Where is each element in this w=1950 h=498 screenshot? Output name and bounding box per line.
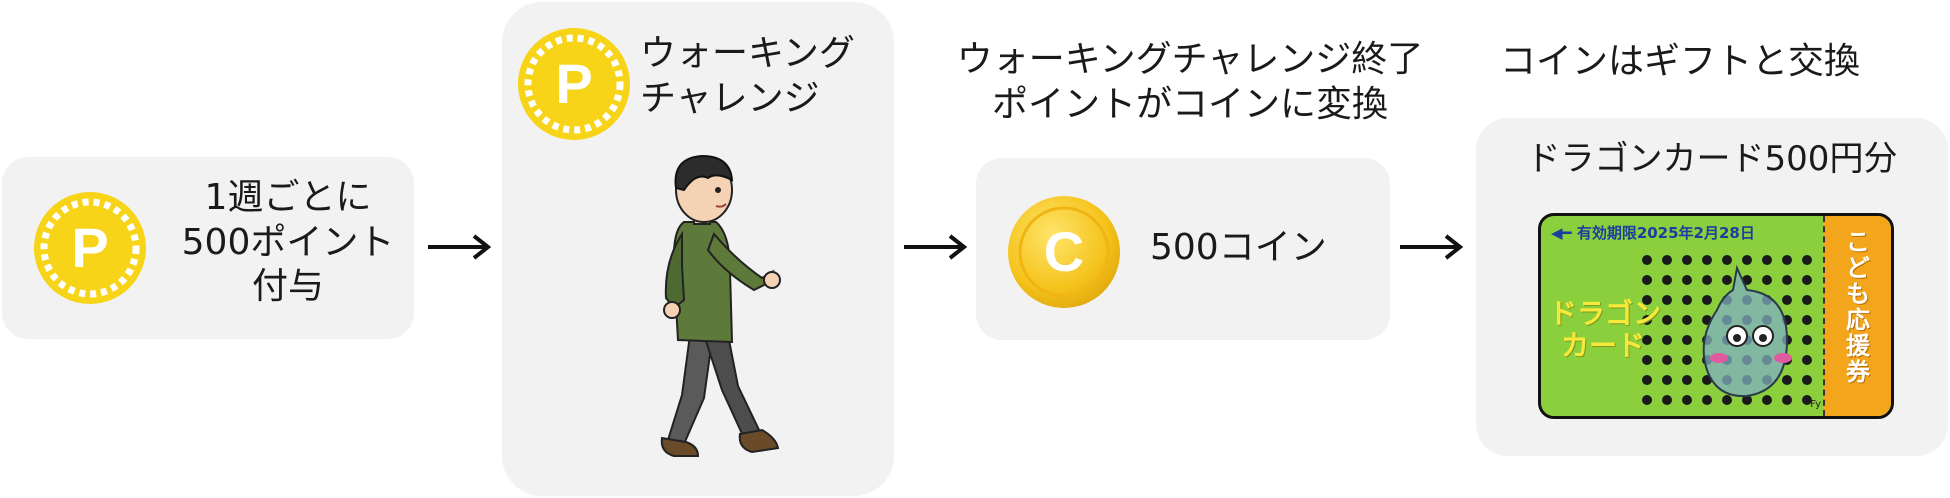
dragon-card: ◀━ 有効期限2025年2月28日 ドラゴン カード こども応援券 Fy [1538, 213, 1894, 419]
step-challenge-line1: ウォーキング [640, 33, 855, 74]
card-side-label: こども応援券 [1846, 228, 1870, 386]
walking-person-icon [660, 154, 781, 457]
conversion-coin-letter: C [1044, 220, 1084, 283]
point-coin-icon: P [518, 28, 630, 140]
card-side-strip [1823, 216, 1891, 416]
card-name: ドラゴン カード [1549, 297, 1662, 363]
conversion-caption-line2: ポイントがコインに変換 [991, 83, 1388, 125]
step-points-line3: 付与 [251, 266, 324, 308]
arrow-right-icon [428, 234, 492, 260]
point-coin-icon: P [34, 192, 146, 304]
card-validity: ◀━ 有効期限2025年2月28日 [1551, 222, 1755, 243]
step-challenge-line2: チャレンジ [640, 77, 820, 119]
step-challenge-text: ウォーキング チャレンジ [640, 32, 890, 121]
card-corner-mark: Fy [1810, 399, 1821, 410]
challenge-coin-letter: P [555, 52, 592, 115]
card-validity-arrow-icon: ◀━ [1551, 224, 1572, 242]
arrow-right-icon [904, 234, 968, 260]
arrow-right-icon [1400, 234, 1464, 260]
step-points-line2: 500ポイント [181, 221, 395, 263]
card-pattern [1642, 255, 1812, 405]
step-points-text: 1週ごとに 500ポイント 付与 [168, 176, 408, 310]
step-conversion-caption: ウォーキングチャレンジ終了 ポイントがコインに変換 [930, 38, 1450, 127]
conversion-coin-label: 500コイン [1150, 227, 1327, 268]
step-gift-caption: コインはギフトと交換 [1499, 41, 1860, 82]
step-points-line1: 1週ごとに [204, 177, 372, 218]
point-coin-letter: P [71, 216, 108, 279]
conversion-caption-line1: ウォーキングチャレンジ終了 [956, 39, 1424, 80]
card-name-line2: カード [1561, 329, 1646, 363]
card-name-line1: ドラゴン [1549, 297, 1662, 330]
coin-icon: C [1008, 196, 1120, 308]
card-validity-text: 有効期限2025年2月28日 [1576, 224, 1755, 242]
gift-card-title: ドラゴンカード500円分 [1526, 139, 1898, 179]
